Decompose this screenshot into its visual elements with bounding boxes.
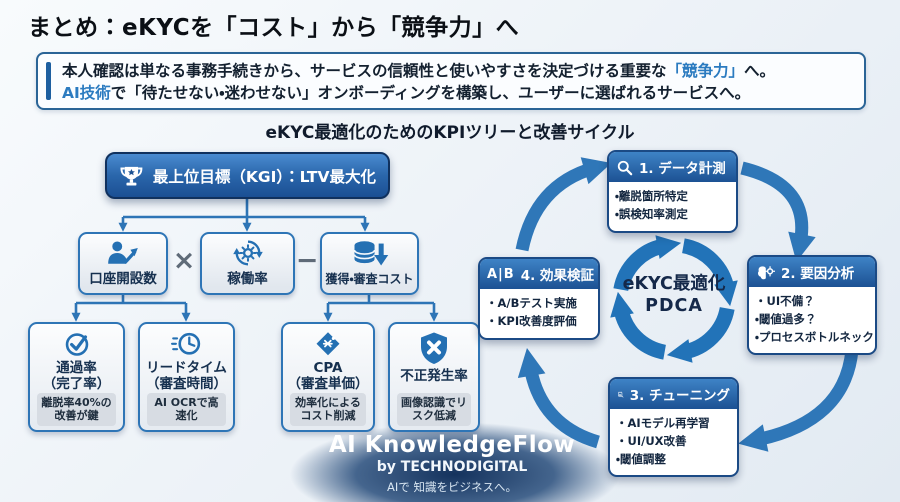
bullet: 離脱箇所特定	[615, 188, 730, 206]
footer-branding: AI KnowledgeFlow by TECHNODIGITAL AIで 知識…	[252, 432, 652, 495]
pdca-cycle-arrows	[515, 157, 859, 452]
pdca-center-label: eKYC最適化 PDCA	[622, 274, 726, 316]
speed-clock-icon	[170, 332, 200, 355]
leaf-lead-time: リードタイム（審査時間） AI OCRで高速化	[138, 322, 235, 432]
leaf-note: 画像認識でリスク低減	[397, 392, 471, 426]
step-title: 2. 要因分析	[781, 266, 855, 282]
magnifier-icon	[617, 160, 633, 175]
bullet: プロセスボトルネック	[755, 329, 874, 347]
check-circle-icon	[65, 333, 88, 356]
step-factor-analysis: 2. 要因分析 UI不備？ 閾値過多？ プロセスボトルネック	[747, 255, 877, 356]
leaf-pass-rate: 通過率（完了率） 離脱率40%の改善が鍵	[28, 322, 125, 432]
factor-utilization-rate: 稼働率	[200, 232, 295, 295]
leaf-note: 離脱率40%の改善が鍵	[37, 392, 116, 426]
gear-cycle-icon	[232, 240, 263, 266]
leaf-note: 効率化によるコスト削減	[290, 392, 366, 426]
user-growth-icon	[108, 241, 138, 264]
svg-text:AI: AI	[619, 394, 622, 396]
step-title: 4. 効果検証	[520, 268, 594, 284]
step-title: 3. チューニング	[629, 388, 730, 404]
factor-account-openings: 口座開設数	[78, 232, 168, 295]
factor-acquisition-review-cost: 獲得・審査コスト	[320, 232, 419, 295]
kgi-box: 最上位目標（KGI）：LTV最大化	[105, 152, 390, 199]
step-tuning: AI 3. チューニング AIモデル再学習 UI/UX改善 閾値調整	[608, 377, 739, 478]
step-data-measurement: 1. データ計測 離脱箇所特定 誤検知率測定	[607, 150, 738, 233]
summary-callout: 本人確認は単なる事務手続きから、サービスの信頼性と使いやすさを決定づける重要な「…	[36, 52, 866, 110]
bullet: 閾値調整	[616, 451, 731, 469]
price-tag-icon	[316, 332, 340, 356]
summary-line-2: AI技術で「待たせない・迷わせない」オンボーディングを構築し、ユーザーに選ばれる…	[62, 84, 751, 102]
leaf-note: AI OCRで高速化	[147, 392, 226, 426]
brand-name: AI KnowledgeFlow	[328, 432, 576, 458]
bullet: 誤検知率測定	[615, 206, 730, 224]
ai-chip-icon: AI	[618, 391, 624, 397]
minus-operator: −	[295, 245, 319, 276]
bullet: 閾値過多？	[755, 311, 869, 329]
bullet: UI/UX改善	[616, 433, 731, 451]
brain-gear-icon	[758, 265, 775, 279]
ab-test-icon: A|B	[487, 266, 515, 282]
bullet: UI不備？	[755, 293, 869, 311]
shield-x-icon	[421, 332, 447, 364]
page-title: まとめ：eKYCを「コスト」から「競争力」へ	[28, 15, 520, 41]
summary-line-1: 本人確認は単なる事務手続きから、サービスの信頼性と使いやすさを決定づける重要な「…	[62, 62, 776, 80]
bullet: A/Bテスト実施	[486, 295, 592, 313]
summary-text: 本人確認は単なる事務手続きから、サービスの信頼性と使いやすさを決定づける重要な「…	[62, 60, 857, 104]
kpi-tree-connectors	[71, 199, 439, 322]
coins-down-icon	[353, 241, 388, 266]
accent-bar	[46, 62, 51, 100]
leaf-cpa: CPA（審査単価） 効率化によるコスト削減	[281, 322, 375, 432]
step-effect-verification: A|B 4. 効果検証 A/Bテスト実施 KPI改善度評価	[478, 257, 600, 340]
bullet: AIモデル再学習	[616, 415, 731, 433]
step-title: 1. データ計測	[639, 161, 726, 177]
kgi-label: 最上位目標（KGI）：LTV最大化	[152, 167, 376, 186]
highlight-competitiveness: 「競争力」	[666, 62, 745, 80]
trophy-icon	[120, 166, 143, 186]
bullet: KPI改善度評価	[486, 313, 592, 331]
diagram-title: eKYC最適化のためのKPIツリーと改善サイクル	[265, 123, 635, 143]
leaf-fraud-rate: 不正発生率 画像認識でリスク低減	[388, 322, 480, 432]
brand-tagline: AIで 知識をビジネスへ。	[387, 480, 517, 494]
multiply-operator: ×	[172, 245, 196, 276]
brand-byline: by TECHNODIGITAL	[376, 459, 528, 475]
highlight-ai-tech: AI技術	[62, 84, 111, 102]
